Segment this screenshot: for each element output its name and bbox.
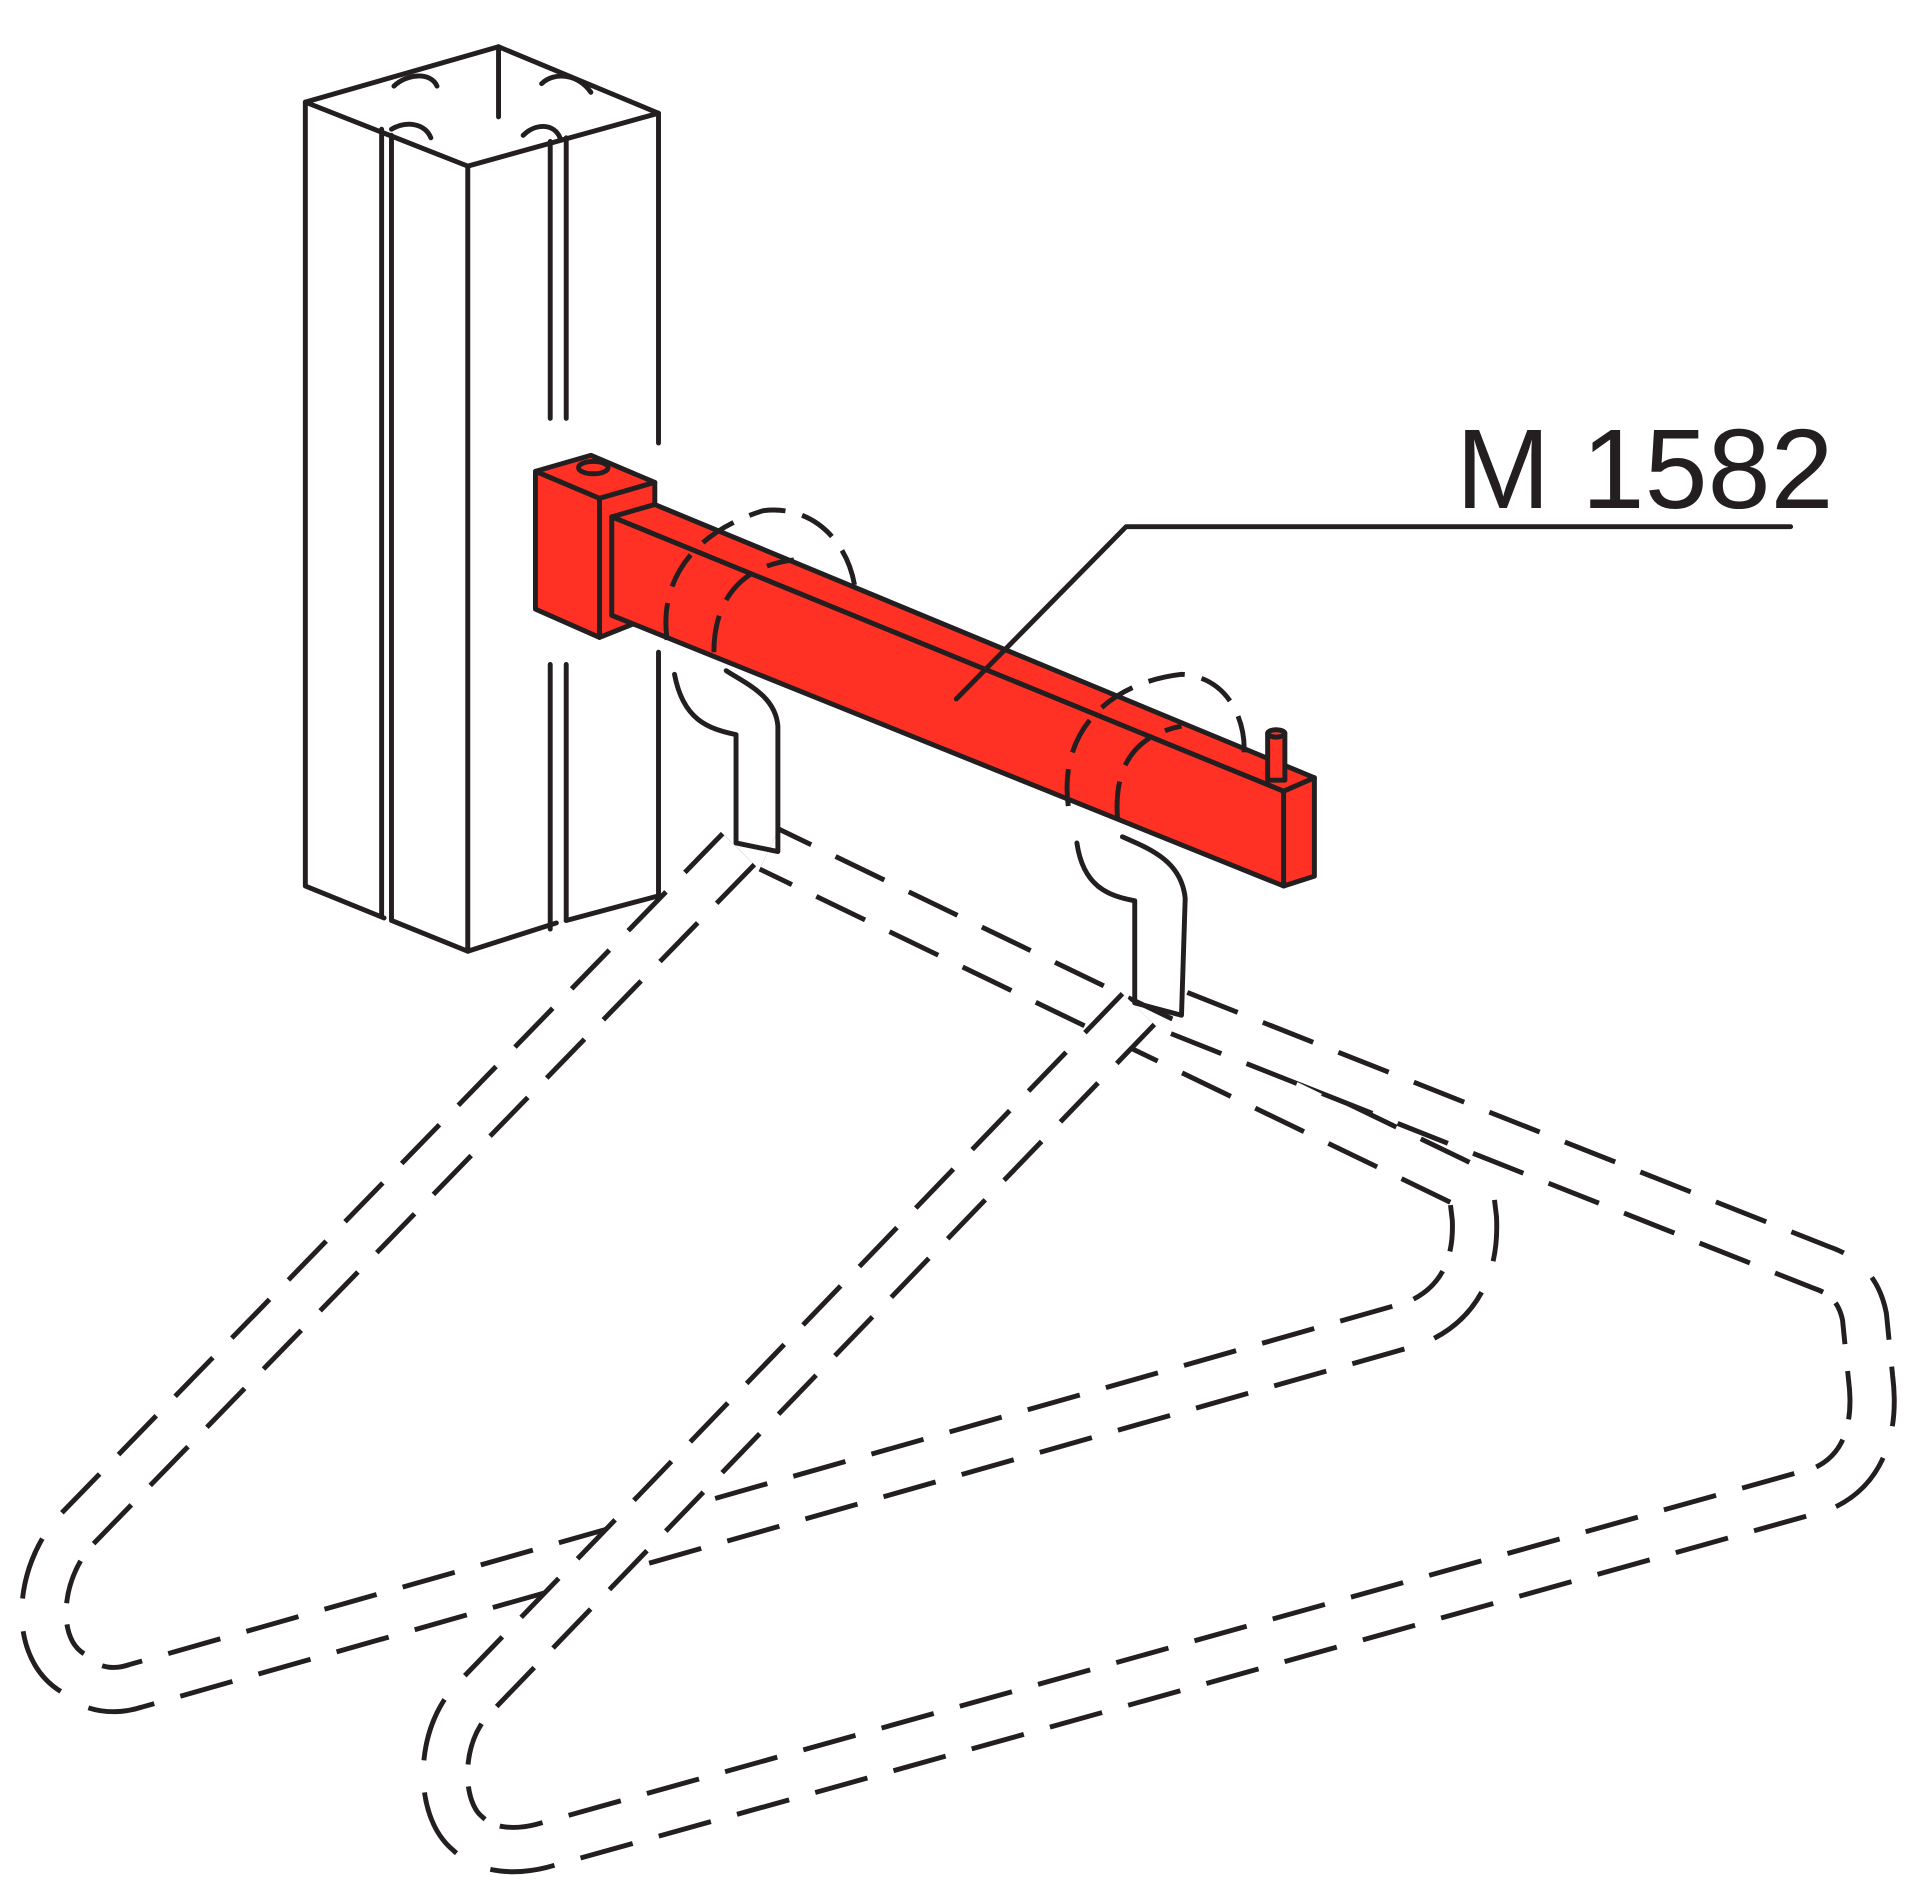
coat-hanger-right [420, 671, 1897, 1875]
aluminium-profile-column [302, 44, 661, 954]
part-callout: M 1582 [953, 406, 1834, 702]
leader-line [953, 524, 1794, 702]
part-number-label: M 1582 [1456, 406, 1834, 532]
coat-hanger-left [19, 507, 1500, 1715]
red-bracket [532, 452, 1317, 889]
